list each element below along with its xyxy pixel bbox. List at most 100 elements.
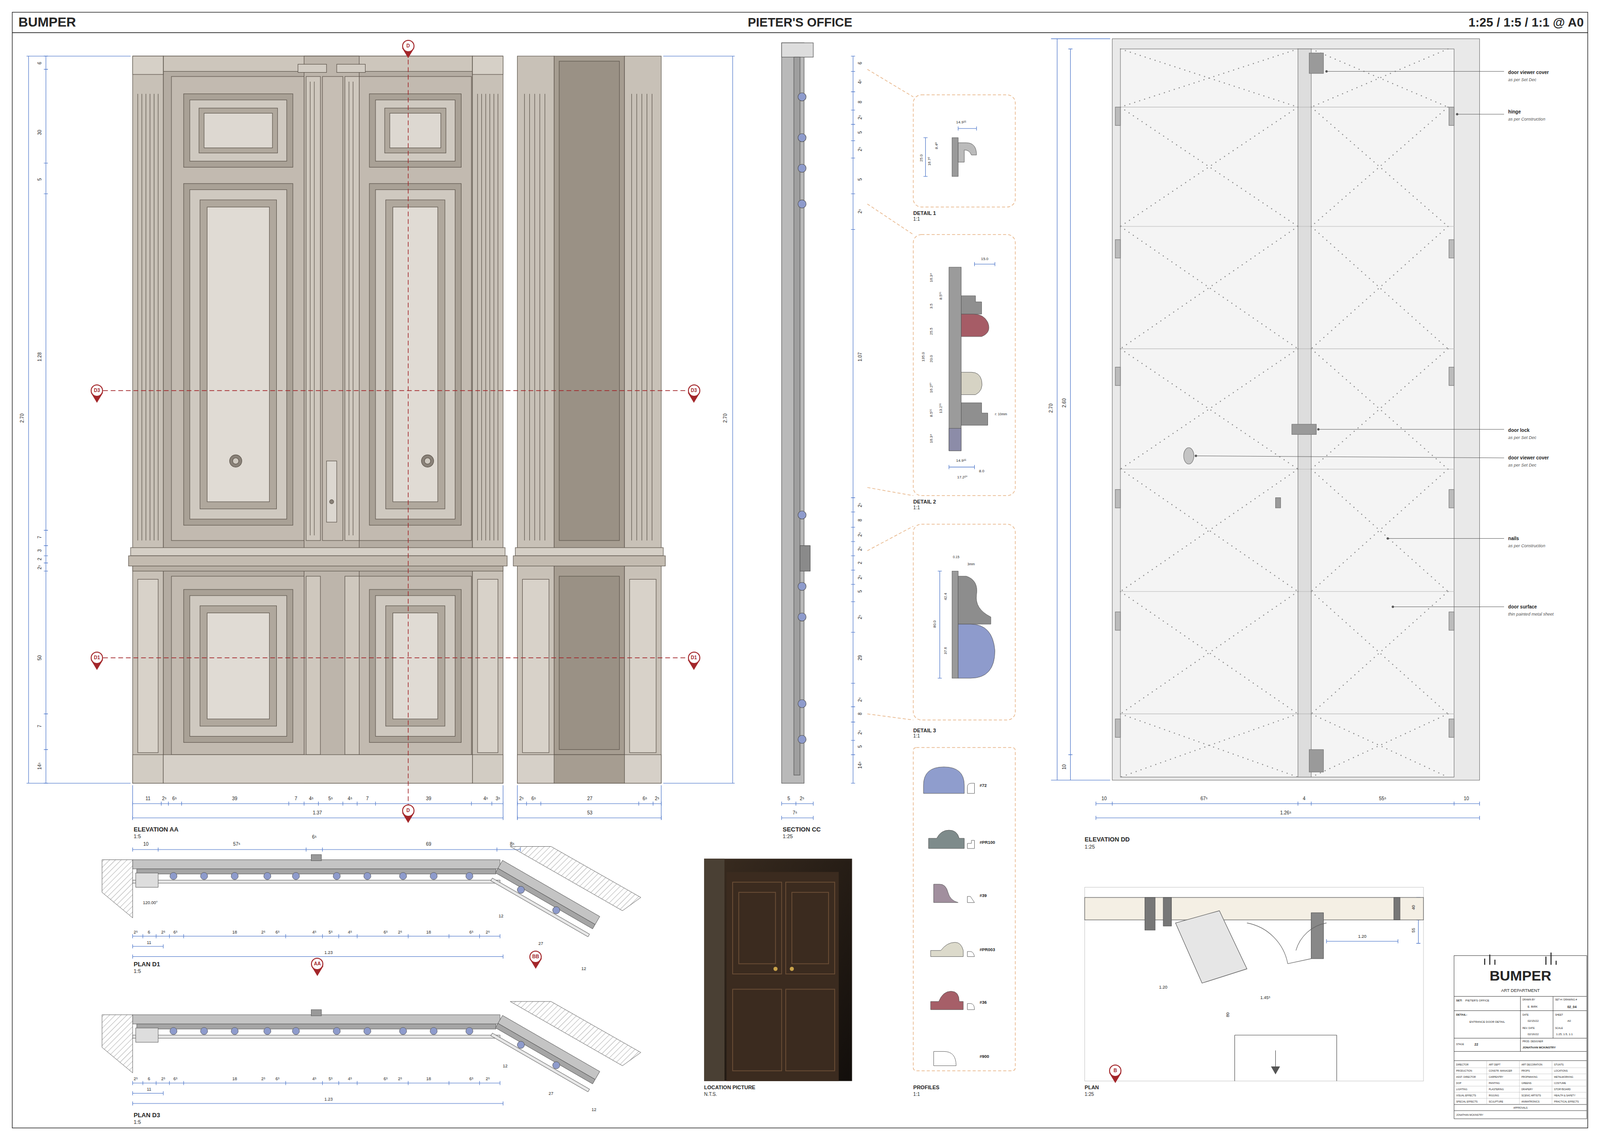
plan-d1-part bbox=[136, 869, 497, 875]
annotation-text: 1.23 bbox=[324, 950, 333, 956]
elevation-aa-part bbox=[477, 579, 499, 753]
annotation-text: 40 bbox=[1411, 905, 1416, 911]
dimension-lines-part bbox=[1051, 38, 1111, 781]
annotation-text: 6 bbox=[147, 930, 151, 935]
annotation-text: 0.15 bbox=[952, 555, 960, 559]
annotation-text: METALWORKING bbox=[1553, 1076, 1573, 1079]
annotation-text: 5⁵ bbox=[328, 796, 334, 802]
annotation-text: 4 bbox=[1302, 796, 1306, 802]
annotation-text: 5 bbox=[37, 178, 43, 181]
elevation-aa-part bbox=[392, 207, 438, 502]
annotation-text: 1.07 bbox=[857, 352, 863, 362]
side-elevation-part bbox=[554, 56, 625, 784]
annotation-text: 8.5¹⁵ bbox=[929, 409, 934, 418]
elevation-aa-part bbox=[392, 612, 438, 719]
annotation-text: 80 bbox=[1225, 1012, 1230, 1018]
elevation-aa-part bbox=[472, 754, 503, 784]
annotation-text: 2⁵ bbox=[799, 796, 805, 802]
annotation-text: 8.5¹⁵ bbox=[939, 291, 943, 301]
annotation-text: PRACTICAL EFFECTS bbox=[1553, 1100, 1579, 1103]
annotation-text: 25.5 bbox=[929, 328, 934, 336]
section-cc-part-part bbox=[798, 164, 807, 173]
detail-profiles-part bbox=[930, 991, 964, 1011]
annotation-text: 2.70 bbox=[19, 413, 25, 423]
location-photo-part-part bbox=[732, 989, 782, 1072]
location-photo-part-part bbox=[738, 892, 776, 964]
dimension-lines-part bbox=[923, 126, 977, 177]
detail-profiles-part bbox=[961, 295, 982, 315]
annotation-text: 2⁵ bbox=[397, 1077, 403, 1082]
annotation-text: 2.60 bbox=[1062, 398, 1067, 408]
marker-label: B bbox=[1113, 1068, 1117, 1074]
annotation-text: PLAN bbox=[1084, 1084, 1100, 1091]
elevation-dd-part bbox=[1115, 107, 1455, 738]
detail-profiles-part bbox=[961, 314, 989, 337]
elevation-dd bbox=[1112, 38, 1480, 781]
annotation-text: 4⁵ bbox=[312, 1077, 317, 1082]
annotation-text: 14.9¹⁵ bbox=[956, 120, 967, 125]
elevation-aa-part bbox=[472, 56, 503, 75]
section-cut-line bbox=[103, 390, 688, 391]
location-photo-part-part bbox=[791, 892, 829, 964]
location-photo-part-part bbox=[785, 882, 835, 975]
annotation-text: SHEET bbox=[1554, 1014, 1563, 1017]
detail-profiles-part bbox=[967, 1003, 975, 1010]
plan-d3-part-part bbox=[495, 1023, 595, 1084]
annotation-text: 5 bbox=[857, 590, 863, 594]
detail-profiles-part bbox=[930, 942, 964, 957]
annotation-text: 69 bbox=[425, 842, 432, 848]
elevation-dd-part bbox=[1120, 48, 1455, 778]
annotation-text: ART DECORATION bbox=[1521, 1063, 1543, 1067]
annotation-text: BUMPER bbox=[1489, 969, 1552, 984]
callout-leaders-part bbox=[1195, 454, 1197, 457]
elevation-aa-part bbox=[322, 76, 343, 541]
annotation-text: as per Set Dec bbox=[1508, 435, 1537, 440]
plan-d1-part bbox=[102, 859, 133, 918]
plan-d1-part bbox=[490, 860, 600, 938]
detail-profiles-part bbox=[967, 951, 975, 958]
elevation-dd-part bbox=[1275, 498, 1281, 509]
section-cc-part-part bbox=[798, 93, 807, 102]
annotation-text: 1:5 bbox=[133, 1119, 142, 1125]
annotation-text: SET: bbox=[1456, 999, 1463, 1003]
annotation-text: JONATHAN MCKINSTRY bbox=[1456, 1113, 1484, 1117]
callout-leaders-part bbox=[1317, 428, 1320, 431]
annotation-text: 6⁵ bbox=[275, 930, 280, 935]
elevation-aa-part bbox=[189, 100, 287, 162]
annotation-text: 8⁵ bbox=[509, 842, 515, 848]
elevation-aa-part bbox=[384, 108, 446, 154]
callout-leaders-part bbox=[1325, 70, 1328, 73]
elevation-dd-part bbox=[1120, 107, 1455, 715]
section-cc-part-part bbox=[798, 133, 807, 142]
elevation-dd-part-part bbox=[1449, 719, 1455, 738]
annotation-text: 29 bbox=[857, 655, 863, 661]
detail-profiles-part bbox=[949, 428, 962, 451]
annotation-text: 120.00° bbox=[142, 900, 158, 905]
plan-part bbox=[1234, 1035, 1337, 1082]
annotation-text: 11 bbox=[145, 796, 151, 802]
annotation-text: 2⁵ bbox=[857, 114, 863, 120]
annotation-text: HEALTH & SAFETY bbox=[1553, 1094, 1576, 1097]
annotation-text: 14.9¹⁵ bbox=[956, 459, 967, 463]
elevation-aa-part bbox=[344, 576, 359, 755]
section-cc-part bbox=[793, 56, 800, 776]
annotation-text: door viewer cover bbox=[1508, 455, 1550, 461]
annotation-text: SET # / DRAWING # bbox=[1554, 998, 1577, 1001]
elevation-aa-part bbox=[189, 595, 287, 737]
elevation-aa-part bbox=[306, 76, 321, 541]
annotation-text: 6⁵ bbox=[311, 835, 317, 840]
annotation-text: E. BIRK bbox=[1527, 1005, 1538, 1009]
annotation-text: 12 bbox=[591, 1107, 597, 1112]
annotation-text: 16.2³⁰ bbox=[929, 382, 934, 393]
elevation-aa-part bbox=[375, 100, 456, 162]
annotation-text: 1:25 bbox=[1084, 844, 1095, 850]
annotation-text: 5⁵ bbox=[328, 1077, 333, 1082]
annotation-text: 6⁵ bbox=[173, 1077, 178, 1082]
plan-part bbox=[1175, 911, 1247, 984]
annotation-text: 6⁵ bbox=[172, 796, 178, 802]
annotation-text: #PR003 bbox=[979, 947, 996, 952]
plan-d3-part-part bbox=[399, 1027, 407, 1036]
plan-part bbox=[1084, 897, 1424, 921]
plan-d1-part bbox=[169, 872, 473, 880]
elevation-aa bbox=[128, 56, 508, 784]
